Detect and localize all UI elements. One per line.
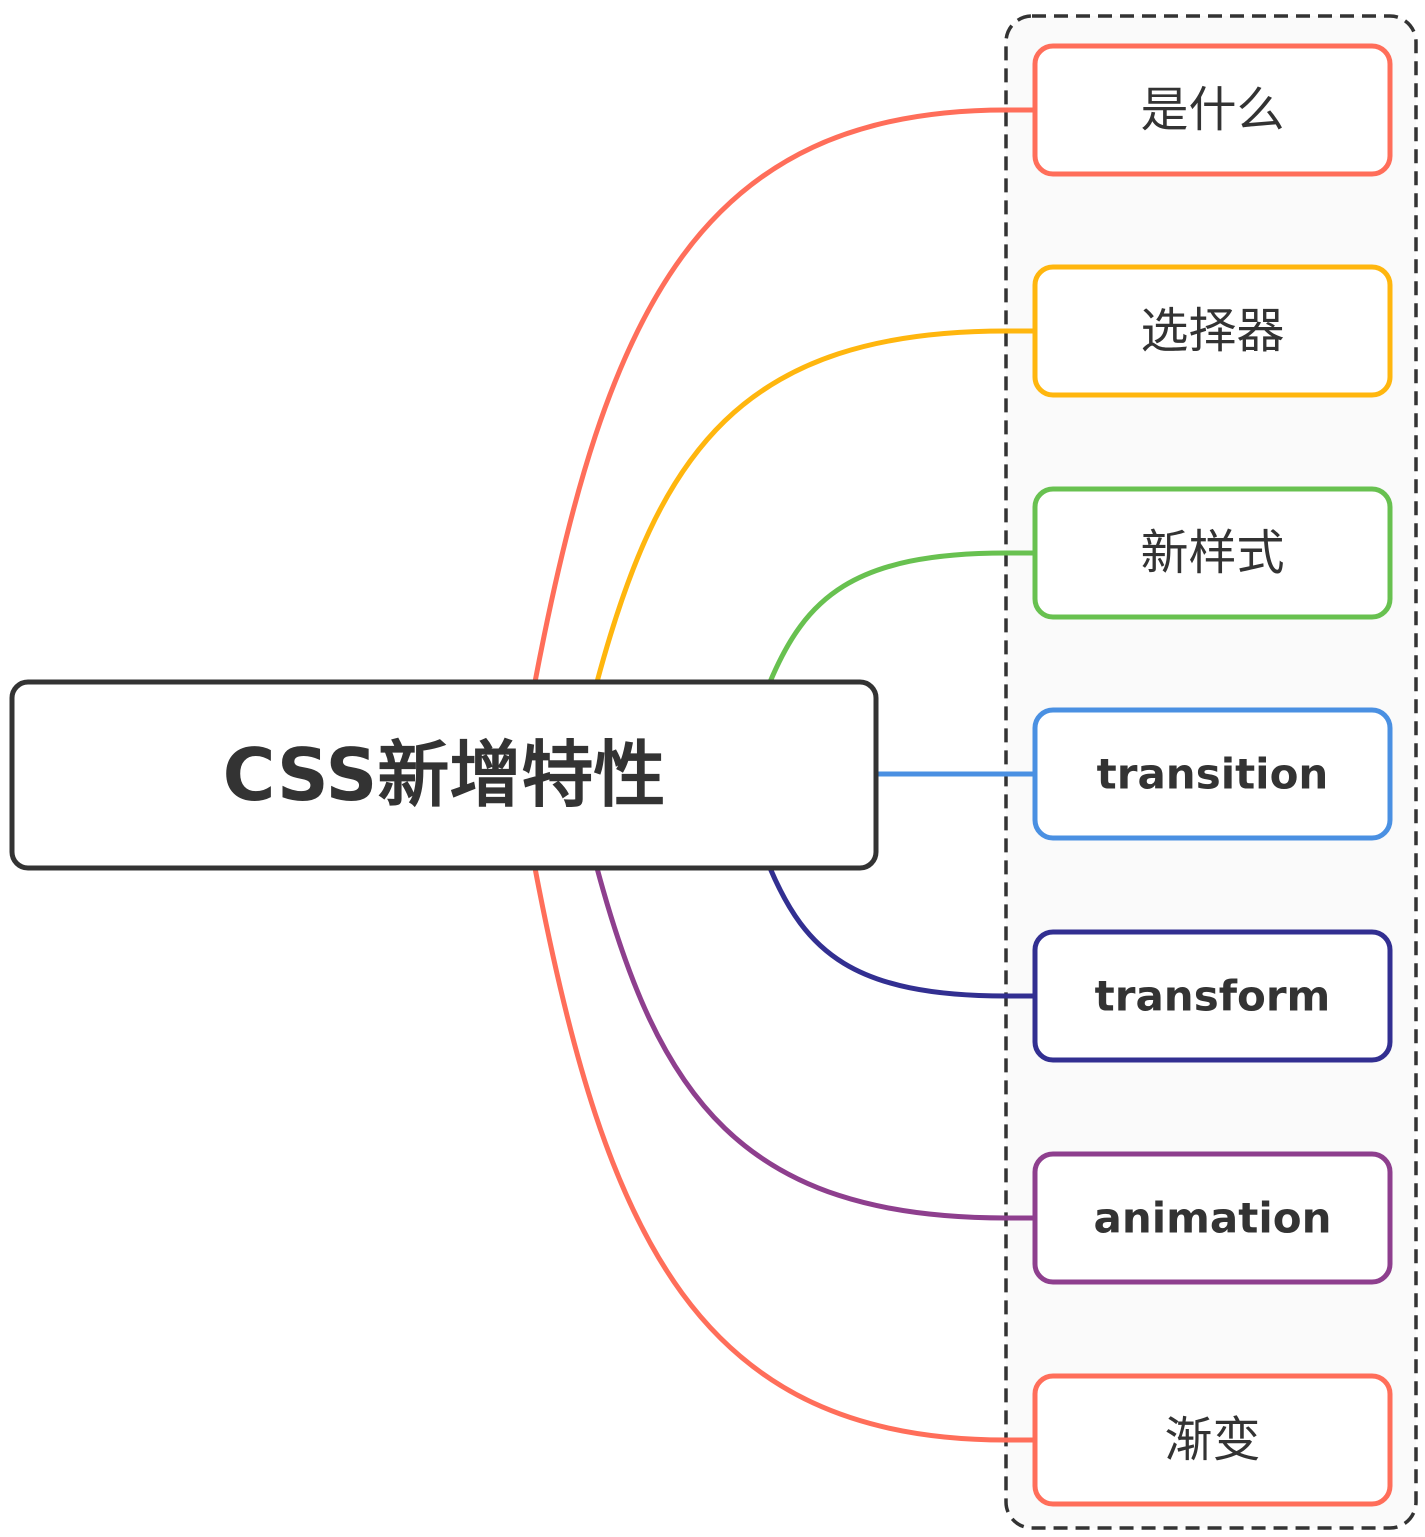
connector-1 bbox=[594, 328, 1035, 683]
child-node-label: transition bbox=[1097, 750, 1329, 799]
child-node-0[interactable]: 是什么 bbox=[1032, 43, 1393, 177]
connector-4 bbox=[767, 867, 1035, 999]
child-node-2[interactable]: 新样式 bbox=[1032, 486, 1393, 620]
child-node-3[interactable]: transition bbox=[1032, 707, 1393, 841]
child-node-label: 渐变 bbox=[1164, 1412, 1260, 1468]
child-node-box bbox=[1032, 1373, 1393, 1507]
child-node-box bbox=[1032, 264, 1393, 398]
connector-lines bbox=[532, 107, 1035, 1443]
child-node-5[interactable]: animation bbox=[1032, 1151, 1393, 1285]
connector-5 bbox=[594, 867, 1035, 1221]
child-node-label: 新样式 bbox=[1140, 525, 1284, 581]
child-node-4[interactable]: transform bbox=[1032, 929, 1393, 1063]
connector-2 bbox=[767, 550, 1035, 683]
child-node-box bbox=[1032, 929, 1393, 1063]
child-node-box bbox=[1032, 43, 1393, 177]
child-node-label: 是什么 bbox=[1140, 82, 1284, 138]
root-node-box bbox=[9, 679, 879, 871]
child-node-label: 选择器 bbox=[1140, 303, 1284, 359]
root-node[interactable]: CSS新增特性 bbox=[9, 679, 879, 871]
child-node-box bbox=[1032, 1151, 1393, 1285]
child-node-box bbox=[1032, 707, 1393, 841]
child-node-box bbox=[1032, 486, 1393, 620]
child-node-6[interactable]: 渐变 bbox=[1032, 1373, 1393, 1507]
connector-6 bbox=[532, 867, 1035, 1443]
child-node-label: transform bbox=[1095, 972, 1331, 1021]
child-node-label: animation bbox=[1094, 1194, 1332, 1243]
root-node-label: CSS新增特性 bbox=[223, 733, 666, 817]
connector-0 bbox=[532, 107, 1035, 683]
child-node-1[interactable]: 选择器 bbox=[1032, 264, 1393, 398]
